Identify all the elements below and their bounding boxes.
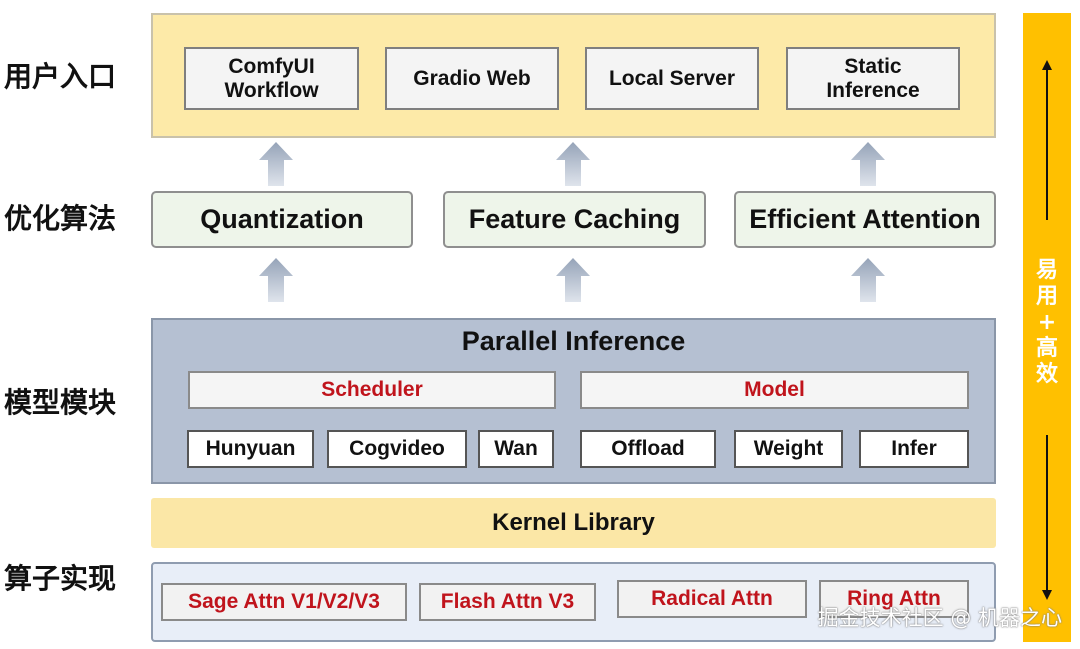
- algo-quantization: Quantization: [151, 191, 413, 248]
- op-ring-attn: Ring Attn: [819, 580, 969, 618]
- kernel-library-bar: Kernel Library: [151, 498, 996, 548]
- up-arrow-icon: [851, 142, 885, 186]
- arrow-up-icon: [1042, 60, 1052, 220]
- watermark: 掘金技术社区 @ 机器之心: [817, 606, 1062, 630]
- entry-static-inference: Static Inference: [786, 47, 960, 110]
- row-label-model-module: 模型模块: [4, 386, 117, 419]
- row-label-algorithm: 优化算法: [4, 202, 117, 235]
- parallel-inference-title: Parallel Inference: [461, 326, 686, 356]
- up-arrow-icon: [259, 258, 293, 302]
- op-sage-attn: Sage Attn V1/V2/V3: [161, 583, 407, 621]
- up-arrow-icon: [259, 142, 293, 186]
- row-label-operator: 算子实现: [4, 562, 117, 595]
- entry-local-server: Local Server: [585, 47, 759, 110]
- row-label-user-entry: 用户入口: [4, 60, 117, 93]
- scheduler-item-cogvideo: Cogvideo: [327, 430, 467, 468]
- op-flash-attn: Flash Attn V3: [419, 583, 596, 621]
- model-box: Model: [580, 371, 969, 409]
- algo-feature-caching: Feature Caching: [443, 191, 706, 248]
- up-arrow-icon: [851, 258, 885, 302]
- up-arrow-icon: [556, 142, 590, 186]
- op-radical-attn: Radical Attn: [617, 580, 807, 618]
- side-text: 易 用 + 高 效: [1035, 258, 1058, 387]
- scheduler-box: Scheduler: [188, 371, 556, 409]
- scheduler-item-wan: Wan: [478, 430, 554, 468]
- entry-gradio-web: Gradio Web: [385, 47, 559, 110]
- algo-efficient-attention: Efficient Attention: [734, 191, 996, 248]
- model-item-offload: Offload: [580, 430, 716, 468]
- model-item-weight: Weight: [734, 430, 843, 468]
- up-arrow-icon: [556, 258, 590, 302]
- entry-comfyui-workflow: ComfyUI Workflow: [184, 47, 359, 110]
- scheduler-item-hunyuan: Hunyuan: [187, 430, 314, 468]
- model-item-infer: Infer: [859, 430, 969, 468]
- arrow-down-icon: [1042, 435, 1052, 600]
